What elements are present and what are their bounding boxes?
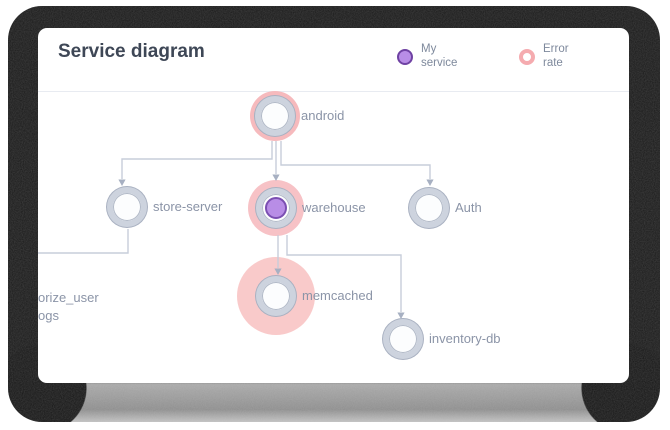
legend-item-error-rate: Error rate <box>519 42 589 70</box>
node-auth[interactable] <box>409 188 449 228</box>
clipped-label-authorize-user: orize_user <box>38 290 99 305</box>
error-rate-ring-icon <box>519 49 535 65</box>
my-service-marker <box>265 197 287 219</box>
node-label-memcached: memcached <box>302 288 373 303</box>
legend-label-error-rate: Error rate <box>543 43 569 69</box>
nodes-layer: orize_user ogs android store-server wareho… <box>38 28 629 383</box>
legend-label-my-service: My service <box>421 43 458 69</box>
node-inventory-db[interactable] <box>383 319 423 359</box>
clipped-label-logs: ogs <box>38 308 59 323</box>
node-store-server[interactable] <box>107 187 147 227</box>
node-label-inventory-db: inventory-db <box>429 331 501 346</box>
node-warehouse[interactable] <box>256 188 296 228</box>
page-title: Service diagram <box>58 41 205 62</box>
my-service-dot-icon <box>397 49 413 65</box>
header-divider <box>38 91 629 92</box>
node-label-store-server: store-server <box>153 199 223 214</box>
legend-item-my-service: My service <box>397 42 467 70</box>
node-label-warehouse: warehouse <box>302 200 366 215</box>
service-diagram-panel: Service diagram My service Error rate or… <box>38 28 629 383</box>
node-memcached[interactable] <box>256 276 296 316</box>
node-label-android: android <box>301 108 345 123</box>
node-label-auth: Auth <box>455 200 482 215</box>
node-android[interactable] <box>255 96 295 136</box>
legend: My service Error rate <box>397 42 589 70</box>
